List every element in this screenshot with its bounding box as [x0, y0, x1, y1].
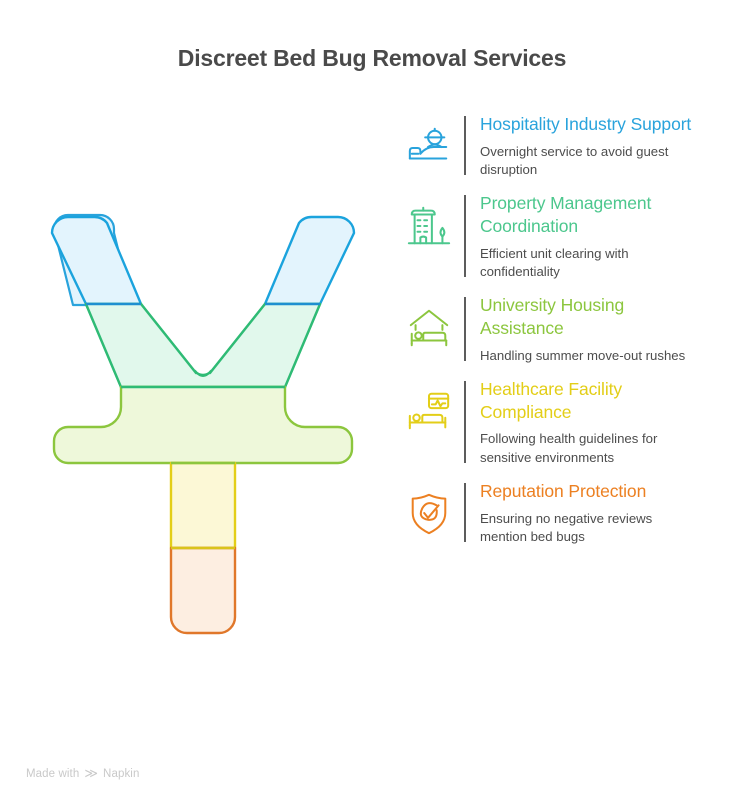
watermark-prefix: Made with	[26, 767, 80, 780]
item-text-block: Healthcare Facility Compliance Following…	[480, 377, 698, 467]
list-item-healthcare-facility-compliance[interactable]: Healthcare Facility Compliance Following…	[398, 377, 698, 473]
napkin-logo-icon: ≫	[84, 765, 99, 781]
apartment-building-tree-icon	[398, 191, 460, 257]
item-text-block: Property Management Coordination Efficie…	[480, 191, 698, 281]
funnel-diagram	[28, 195, 378, 655]
item-text-block: University Housing Assistance Handling s…	[480, 293, 698, 365]
funnel-green-right-refill	[203, 304, 320, 387]
list-item-hospitality-industry-support[interactable]: Hospitality Industry Support Overnight s…	[398, 112, 698, 185]
list-item-university-housing-assistance[interactable]: University Housing Assistance Handling s…	[398, 293, 698, 371]
item-description: Ensuring no negative reviews mention bed…	[480, 510, 653, 544]
funnel-segment-left-blue	[50, 215, 143, 306]
list-item-property-management-coordination[interactable]: Property Management Coordination Efficie…	[398, 191, 698, 287]
house-bed-icon	[398, 293, 460, 359]
item-divider-bar	[464, 380, 466, 463]
item-description: Overnight service to avoid guest disrupt…	[480, 143, 669, 177]
item-description: Following health guidelines for sensitiv…	[480, 431, 658, 465]
item-title: Hospitality Industry Support	[480, 114, 692, 134]
shield-check-icon	[398, 479, 460, 545]
funnel-segment-stem-orange	[169, 546, 237, 635]
concierge-bed-icon	[398, 112, 460, 178]
item-title: Healthcare Facility Compliance	[480, 378, 623, 422]
funnel-segment-stem-yellow	[169, 461, 237, 550]
item-title: University Housing Assistance	[480, 295, 625, 338]
list-item-reputation-protection[interactable]: Reputation Protection Ensuring no negati…	[398, 479, 698, 552]
item-divider-bar	[464, 195, 466, 278]
item-description: Handling summer move-out rushes	[480, 347, 686, 363]
hospital-bed-monitor-icon	[398, 377, 460, 443]
item-divider-bar	[464, 116, 466, 176]
item-description: Efficient unit clearing with confidentia…	[480, 245, 629, 279]
item-divider-bar	[464, 297, 466, 361]
watermark-brand: Napkin	[103, 767, 140, 780]
funnel-green-left-refill	[86, 304, 203, 387]
page-title: Discreet Bed Bug Removal Services	[177, 45, 567, 71]
item-text-block: Hospitality Industry Support Overnight s…	[480, 112, 698, 179]
funnel-notch-tip	[193, 369, 213, 377]
item-title: Property Management Coordination	[480, 193, 652, 236]
funnel-segment-right-blue	[263, 215, 356, 306]
napkin-watermark: Made with ≫ Napkin	[26, 767, 139, 780]
funnel-segment-crossbar-olive	[52, 385, 354, 465]
item-text-block: Reputation Protection Ensuring no negati…	[480, 479, 698, 546]
service-list: Hospitality Industry Support Overnight s…	[398, 112, 698, 558]
item-title: Reputation Protection	[480, 480, 647, 501]
item-divider-bar	[464, 482, 466, 542]
